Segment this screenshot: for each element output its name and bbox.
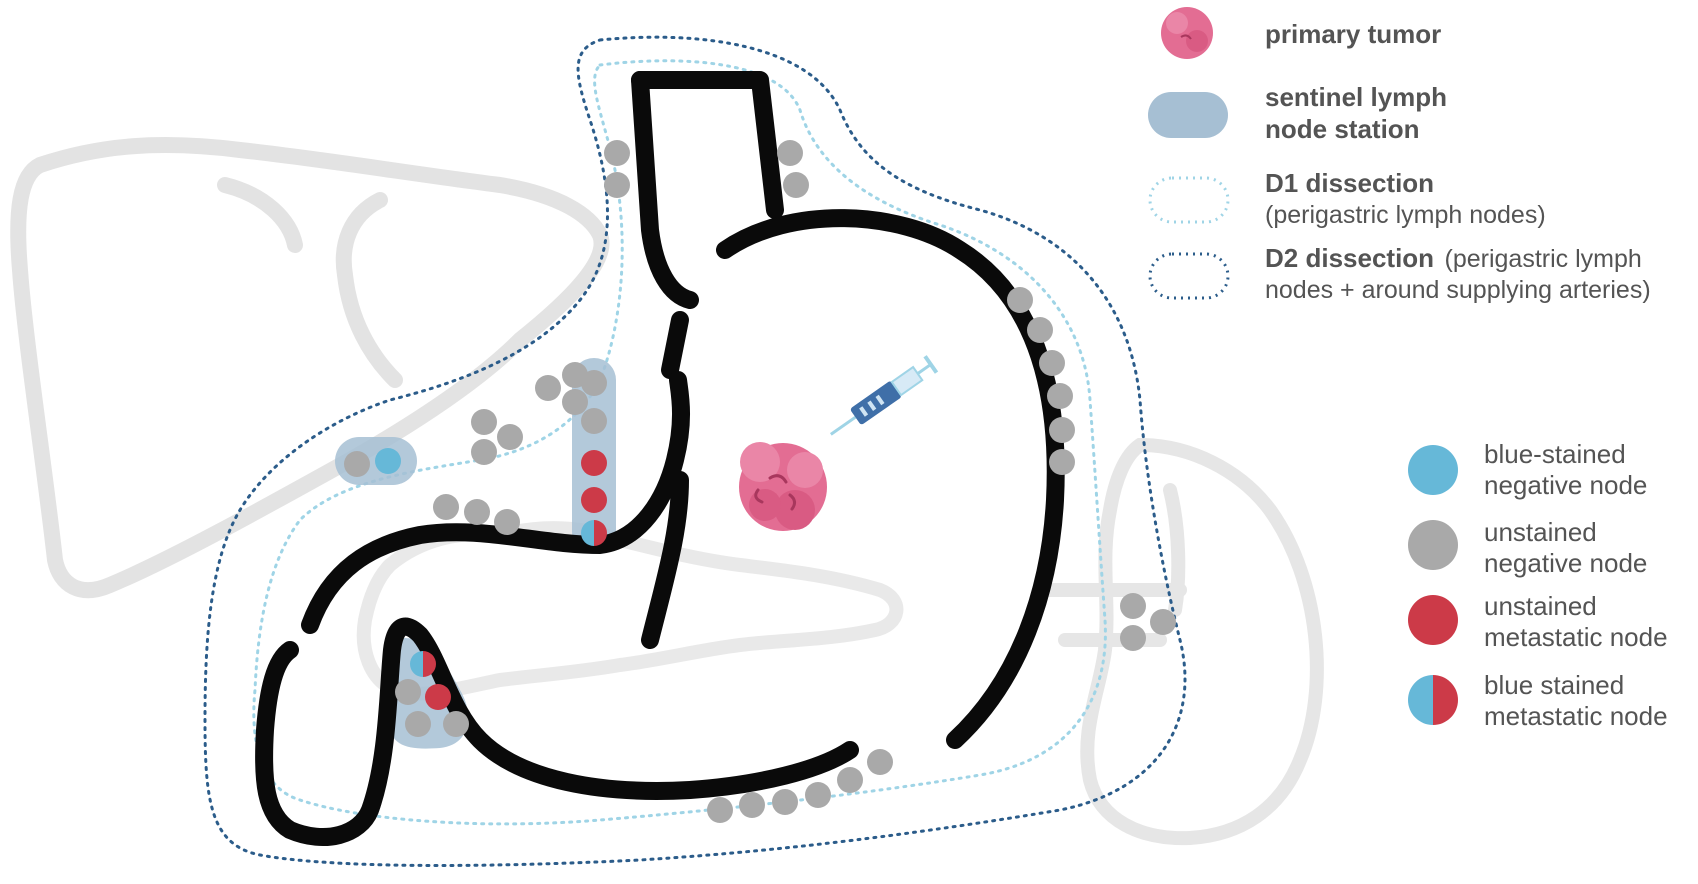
- d2-dissection-outline: [203, 35, 1187, 867]
- legend-node-blue-icon: [1408, 445, 1458, 495]
- lymph-node-gray-negative: [867, 749, 893, 775]
- lymph-node-gray-negative: [837, 767, 863, 793]
- liver-outline: [10, 137, 610, 599]
- lymph-node-gray-negative: [464, 499, 490, 525]
- lymph-node-gray-negative: [1120, 625, 1146, 651]
- legend-node-red-icon: [1408, 595, 1458, 645]
- lymph-node-blue-metastatic: [410, 651, 436, 677]
- lymph-node-gray-negative: [581, 408, 607, 434]
- lymph-node-blue-negative: [375, 448, 401, 474]
- lymph-node-gray-negative: [535, 375, 561, 401]
- lymph-node-blue-metastatic: [581, 520, 607, 546]
- lymph-node-gray-negative: [783, 172, 809, 198]
- lymph-node-red-metastatic: [581, 487, 607, 513]
- lymph-node-gray-negative: [739, 792, 765, 818]
- lymph-node-gray-negative: [443, 711, 469, 737]
- lymph-node-red-metastatic: [581, 450, 607, 476]
- lymph-node-gray-negative: [1047, 383, 1073, 409]
- legend-d1-swatch: [1148, 176, 1230, 224]
- lymph-node-gray-negative: [581, 370, 607, 396]
- legend-node-0-line1: blue-stained: [1484, 439, 1626, 469]
- lymph-node-red-metastatic: [425, 684, 451, 710]
- lymph-node-gray-negative: [1039, 350, 1065, 376]
- legend-node-0-line2: negative node: [1484, 470, 1647, 500]
- legend-node-3-line2: metastatic node: [1484, 701, 1668, 731]
- lymph-node-gray-negative: [562, 389, 588, 415]
- legend-d1-sub: (perigastric lymph nodes): [1265, 201, 1546, 229]
- syringe-icon: [829, 355, 939, 436]
- d1-dissection-outline: [252, 59, 1107, 826]
- lymph-node-gray-negative: [707, 797, 733, 823]
- lymph-node-gray-negative: [805, 782, 831, 808]
- lymph-node-gray-negative: [1150, 609, 1176, 635]
- lymph-node-gray-negative: [772, 789, 798, 815]
- legend-node-1-line2: negative node: [1484, 548, 1647, 578]
- legend-primary-tumor-icon: [1161, 7, 1213, 59]
- lymph-node-gray-negative: [1027, 317, 1053, 343]
- lymph-nodes: [344, 140, 1176, 823]
- lymph-node-gray-negative: [433, 494, 459, 520]
- spleen-outline: [1038, 437, 1324, 846]
- lymph-node-gray-negative: [405, 711, 431, 737]
- lymph-node-gray-negative: [604, 172, 630, 198]
- legend-node-2-line2: metastatic node: [1484, 622, 1668, 652]
- lymph-node-gray-negative: [1120, 593, 1146, 619]
- lymph-node-gray-negative: [1007, 287, 1033, 313]
- lymph-node-gray-negative: [471, 439, 497, 465]
- legend-node-2-line1: unstained: [1484, 591, 1597, 621]
- legend-sentinel-line2: node station: [1265, 114, 1420, 144]
- primary-tumor-icon: [739, 442, 827, 531]
- legend-d2-line1: D2 dissection (perigastric lymph: [1265, 243, 1642, 273]
- lymph-node-gray-negative: [395, 679, 421, 705]
- legend-nodes: blue-stained negative node unstained neg…: [1408, 439, 1668, 731]
- legend-d2-sub-line2: nodes + around supplying arteries): [1265, 276, 1651, 304]
- legend-node-half-icon: [1408, 675, 1458, 725]
- lymph-node-gray-negative: [471, 409, 497, 435]
- legend-d2-title: D2 dissection: [1265, 243, 1434, 273]
- legend-d2-sub-inline: (perigastric lymph: [1445, 245, 1642, 273]
- legend-node-gray-icon: [1408, 520, 1458, 570]
- legend-node-3-line1: blue stained: [1484, 670, 1624, 700]
- lymph-node-gray-negative: [604, 140, 630, 166]
- legend-top: primary tumor sentinel lymph node statio…: [1148, 7, 1651, 304]
- legend-d1-title: D1 dissection: [1265, 168, 1434, 198]
- lymph-node-gray-negative: [1049, 417, 1075, 443]
- legend-sentinel-swatch: [1148, 92, 1228, 138]
- lymph-node-gray-negative: [344, 451, 370, 477]
- stomach-outline: [255, 71, 1065, 846]
- legend-primary-tumor-label: primary tumor: [1265, 19, 1441, 49]
- legend-d2-swatch: [1148, 252, 1230, 300]
- legend-node-1-line1: unstained: [1484, 517, 1597, 547]
- legend-sentinel-line1: sentinel lymph: [1265, 82, 1447, 112]
- lymph-node-gray-negative: [1049, 449, 1075, 475]
- lymph-node-gray-negative: [494, 509, 520, 535]
- lymph-node-gray-negative: [777, 140, 803, 166]
- lymph-node-gray-negative: [497, 424, 523, 450]
